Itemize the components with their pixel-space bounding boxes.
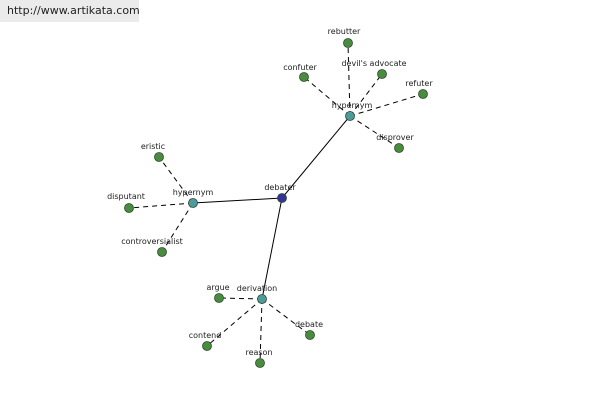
node-contend[interactable]	[202, 341, 212, 351]
labels-layer: debater hypernym rebutter confuter devil's a…	[107, 27, 433, 357]
node-confuter-label: confuter	[283, 63, 317, 72]
edge-derivation-reason	[259, 298, 263, 364]
node-debater-label: debater	[264, 183, 296, 192]
edge-derivation-contend	[206, 298, 263, 347]
node-contend-label: contend	[189, 331, 222, 340]
node-devils-advocate[interactable]	[377, 69, 387, 79]
site-url[interactable]: http://www.artikata.com	[0, 0, 140, 22]
node-argue-label: argue	[206, 283, 229, 292]
node-controversialist[interactable]	[157, 247, 167, 257]
node-confuter[interactable]	[299, 72, 309, 82]
edge-hypernym-right-rebutter	[347, 42, 351, 117]
edge-hypernym-right-confuter	[303, 76, 351, 117]
node-devils-advocate-label: devil's advocate	[341, 59, 406, 68]
node-derivation-label: derivation	[237, 284, 277, 293]
node-disputant-label: disputant	[107, 192, 145, 201]
node-hypernym-left[interactable]	[188, 198, 198, 208]
nodes-layer	[124, 38, 428, 368]
node-disprover-label: disprover	[376, 133, 414, 142]
node-refuter-label: refuter	[405, 79, 433, 88]
node-argue[interactable]	[214, 293, 224, 303]
node-refuter[interactable]	[418, 89, 428, 99]
edge-hypernym-right-refuter	[349, 93, 424, 117]
node-hypernym-left-label: hypernym	[173, 188, 214, 197]
edges-layer	[128, 42, 424, 364]
edge-hypernym-right-disprover	[349, 115, 400, 149]
node-rebutter-label: rebutter	[328, 27, 361, 36]
node-rebutter[interactable]	[343, 38, 353, 48]
node-eristic[interactable]	[154, 152, 164, 162]
edge-hypernym-left-controversialist	[161, 202, 194, 253]
edge-derivation-debate	[261, 298, 311, 336]
edge-hypernym-left-eristic	[158, 156, 194, 204]
node-reason-label: reason	[245, 348, 272, 357]
edge-debater-derivation	[261, 197, 283, 300]
node-disputant[interactable]	[124, 203, 134, 213]
node-disprover[interactable]	[394, 143, 404, 153]
edge-debater-hypernym-right	[281, 115, 351, 199]
node-debater[interactable]	[277, 193, 287, 203]
node-hypernym-right[interactable]	[345, 111, 355, 121]
node-derivation[interactable]	[257, 294, 267, 304]
node-debate-label: debate	[295, 320, 323, 329]
node-controversialist-label: controversialist	[121, 237, 183, 246]
node-debate[interactable]	[305, 330, 315, 340]
edge-hypernym-left-disputant	[128, 202, 194, 209]
edge-derivation-argue	[218, 297, 263, 300]
node-hypernym-right-label: hypernym	[332, 101, 373, 110]
node-eristic-label: eristic	[141, 142, 165, 151]
node-reason[interactable]	[255, 358, 265, 368]
edge-debater-hypernym-left	[192, 197, 283, 204]
